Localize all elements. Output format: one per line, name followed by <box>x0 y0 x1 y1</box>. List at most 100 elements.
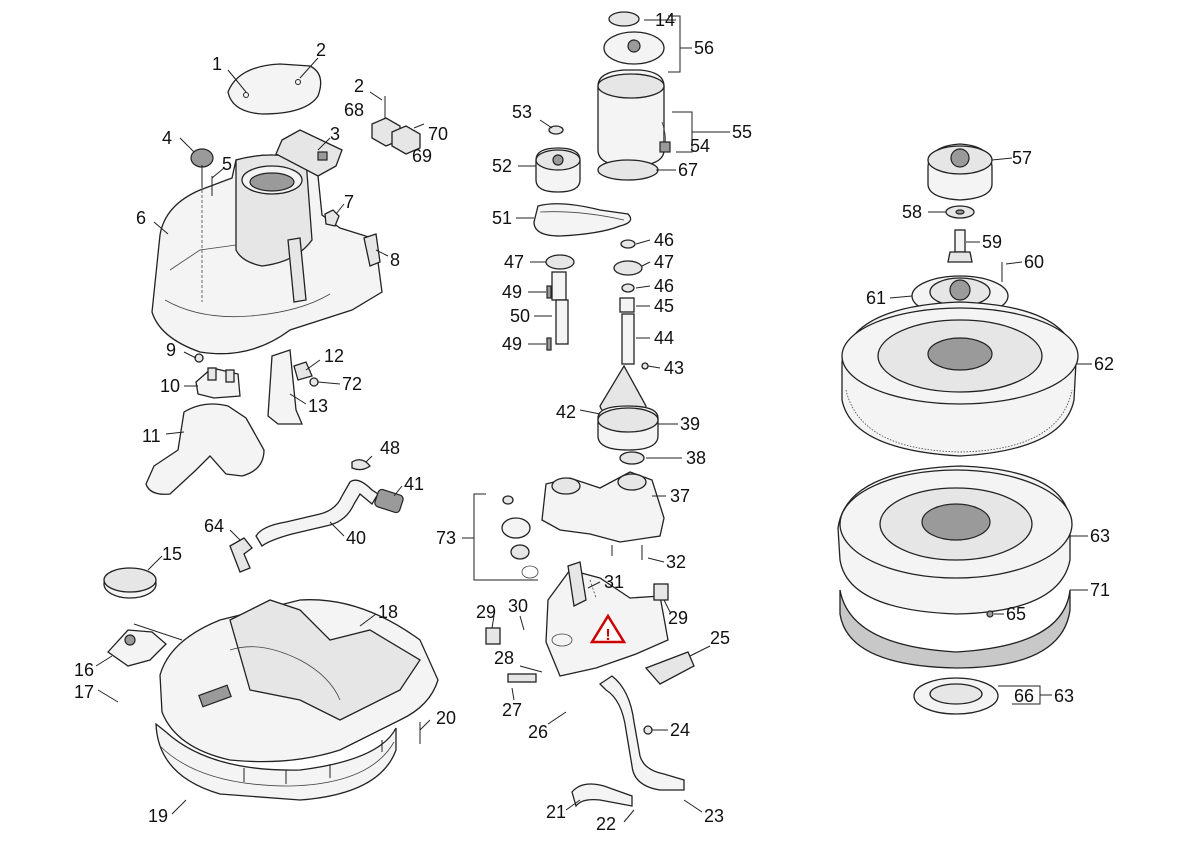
callout: 3 <box>330 124 340 144</box>
callout: 69 <box>412 146 432 166</box>
callout: 31 <box>604 572 624 592</box>
belt-51 <box>533 203 632 237</box>
callout: 41 <box>404 474 424 494</box>
handle-21 <box>571 651 695 808</box>
callout: 26 <box>528 722 548 742</box>
callout: 16 <box>74 660 94 680</box>
motor-56 <box>603 11 665 65</box>
callout: 27 <box>502 700 522 720</box>
callout: 44 <box>654 328 674 348</box>
callout: 29 <box>668 608 688 628</box>
callout: 8 <box>390 250 400 270</box>
callout: 40 <box>346 528 366 548</box>
panel-3 <box>275 129 343 177</box>
callout: 58 <box>902 202 922 222</box>
callout: 9 <box>166 340 176 360</box>
callout: 2 <box>354 76 364 96</box>
callout: 7 <box>344 192 354 212</box>
callout: 11 <box>142 426 161 446</box>
callout: 2 <box>316 40 326 60</box>
callout: 52 <box>492 156 512 176</box>
callout: 28 <box>494 648 514 668</box>
base-plate-18 <box>159 599 439 763</box>
pulley-52-53 <box>535 125 581 193</box>
callout: 6 <box>136 208 146 228</box>
callout: 38 <box>686 448 706 468</box>
callout: 63 <box>1090 526 1110 546</box>
gear-housing-37 <box>541 471 665 560</box>
ring-66 <box>913 677 999 715</box>
callout: 23 <box>704 806 724 826</box>
shaft-left <box>545 254 575 351</box>
callout: 19 <box>148 806 168 826</box>
small-parts-left <box>194 176 381 363</box>
leader-lines <box>95 15 1092 823</box>
callout: 49 <box>502 282 522 302</box>
callout: 22 <box>596 814 616 834</box>
callout: 5 <box>222 154 232 174</box>
callout: 46 <box>654 276 674 296</box>
warning-triangle: ! <box>589 613 627 644</box>
callout: 51 <box>492 208 512 228</box>
callout: 43 <box>664 358 684 378</box>
callout: 39 <box>680 414 700 434</box>
callout: 63 <box>1054 686 1074 706</box>
callout: 25 <box>710 628 730 648</box>
callout: 55 <box>732 122 752 142</box>
housing-main <box>151 154 383 355</box>
callout: 68 <box>344 100 364 120</box>
pad-holder-63 <box>837 465 1073 615</box>
callout: 54 <box>690 136 710 156</box>
callout: 47 <box>504 252 524 272</box>
hose-40 <box>255 459 404 547</box>
callout: 65 <box>1006 604 1026 624</box>
washer-58-bolt-59 <box>945 205 975 263</box>
brush-62 <box>841 301 1079 457</box>
callout: 57 <box>1012 148 1032 168</box>
pad-15 <box>103 567 157 599</box>
callout: 14 <box>655 10 675 30</box>
callout: 64 <box>204 516 224 536</box>
callout: 73 <box>436 528 456 548</box>
guard-11 <box>145 403 265 495</box>
switch-block <box>371 96 425 155</box>
callout: 17 <box>74 682 94 702</box>
callout: 67 <box>678 160 698 180</box>
callout: 66 <box>1014 686 1034 706</box>
callout: 24 <box>670 720 690 740</box>
callout: 48 <box>380 438 400 458</box>
callout: 61 <box>866 288 886 308</box>
warning-symbol: ! <box>605 627 610 644</box>
callout: 18 <box>378 602 398 622</box>
callout: 70 <box>428 124 448 144</box>
callout: 47 <box>654 252 674 272</box>
shaft-right <box>613 239 649 370</box>
callout: 49 <box>502 334 522 354</box>
callout: 50 <box>510 306 530 326</box>
callout: 71 <box>1090 580 1110 600</box>
callout: 4 <box>162 128 172 148</box>
bearing-set-73 <box>501 495 539 579</box>
callout: 13 <box>308 396 328 416</box>
pad-71 <box>839 589 1071 669</box>
callout: 32 <box>666 552 686 572</box>
callout: 53 <box>512 102 532 122</box>
motor-55 <box>597 69 671 181</box>
callout: 15 <box>162 544 182 564</box>
callout: 59 <box>982 232 1002 252</box>
callout-labels: 1 2 3 4 5 6 7 8 9 10 11 12 13 14 15 16 1… <box>74 10 1114 834</box>
knob <box>190 148 214 302</box>
callout: 46 <box>654 230 674 250</box>
cover-plate <box>227 63 322 115</box>
gear-57 <box>927 143 993 201</box>
callout: 1 <box>212 54 222 74</box>
callout: 37 <box>670 486 690 506</box>
callout: 72 <box>342 374 362 394</box>
callout: 42 <box>556 402 576 422</box>
elbow-64 <box>229 537 253 573</box>
callout: 45 <box>654 296 674 316</box>
skirt-19 <box>155 722 421 801</box>
pulley-39-42 <box>597 364 659 465</box>
callout: 60 <box>1024 252 1044 272</box>
